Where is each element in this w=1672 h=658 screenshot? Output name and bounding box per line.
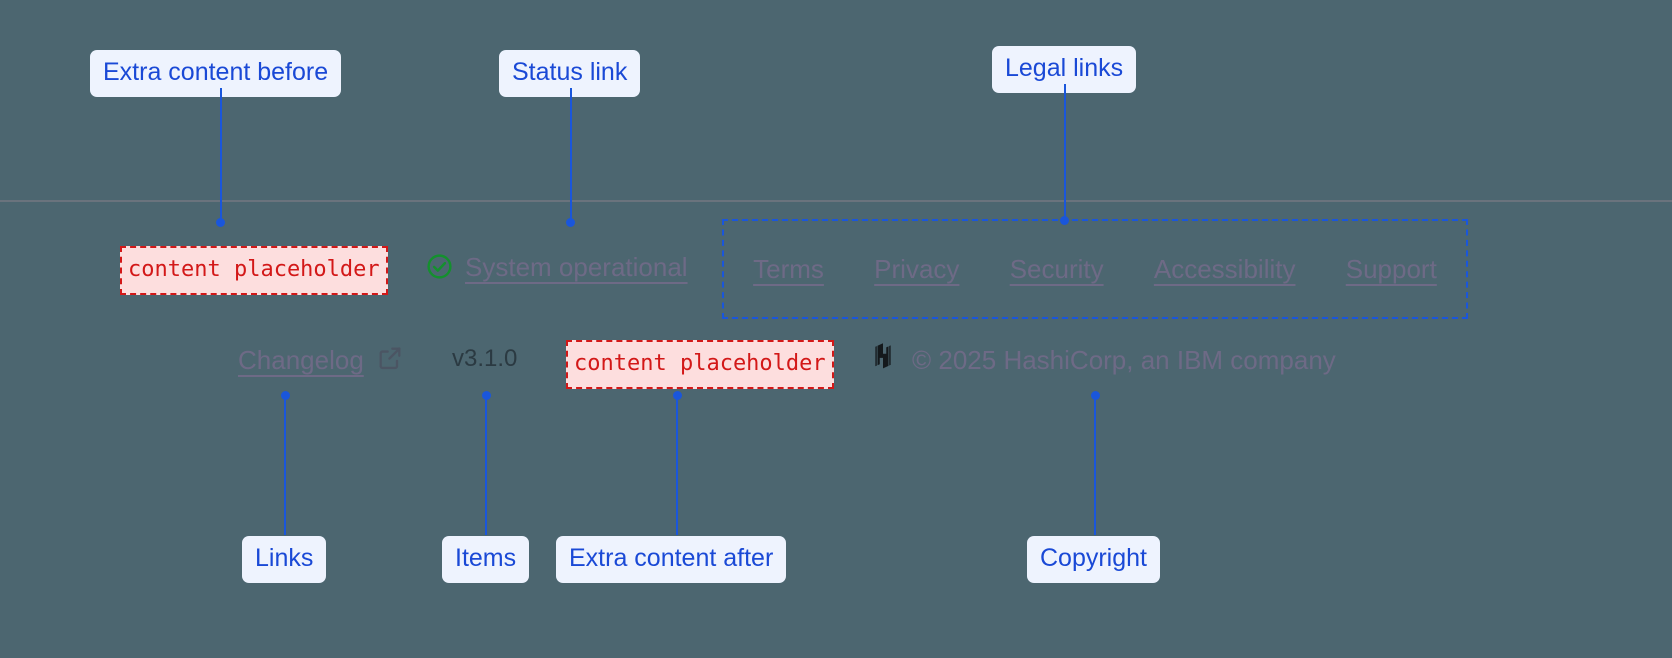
changelog-label: Changelog [238, 345, 364, 375]
status-link[interactable]: System operational [425, 252, 688, 281]
changelog-link[interactable]: Changelog [238, 344, 404, 376]
leader-line-extra-before [220, 88, 222, 222]
legal-link-support[interactable]: Support [1345, 254, 1437, 284]
callout-extra-content-before: Extra content before [90, 50, 342, 97]
legal-link-terms[interactable]: Terms [753, 254, 824, 284]
callout-items: Items [442, 536, 530, 583]
footer-region [0, 200, 1672, 416]
placeholder-extra-content-before: content placeholder [120, 246, 388, 295]
status-link-label: System operational [465, 251, 688, 282]
legal-links-list: Terms Privacy Security Accessibility Sup… [722, 219, 1468, 319]
leader-dot-extra-before [216, 218, 225, 227]
copyright-group: © 2025 HashiCorp, an IBM company [868, 343, 1336, 376]
legal-link-privacy[interactable]: Privacy [874, 254, 960, 284]
hashicorp-logo [868, 343, 898, 376]
external-link-icon [376, 344, 404, 376]
legal-link-accessibility[interactable]: Accessibility [1153, 254, 1296, 284]
leader-dot-status [566, 218, 575, 227]
leader-line-links [284, 395, 286, 535]
version-label: v3.1.0 [452, 345, 518, 372]
callout-links: Links [242, 536, 327, 583]
callout-legal-links: Legal links [992, 46, 1137, 93]
check-circle-icon [425, 252, 454, 281]
legal-links-annotation-box [722, 219, 1468, 319]
leader-line-status [570, 88, 572, 222]
callout-copyright: Copyright [1027, 536, 1160, 583]
leader-line-legal [1064, 84, 1066, 220]
callout-extra-content-after: Extra content after [556, 536, 787, 583]
legal-link-security[interactable]: Security [1009, 254, 1104, 284]
leader-line-extra-after [676, 395, 678, 535]
placeholder-extra-content-after: content placeholder [566, 340, 834, 389]
leader-line-copyright [1094, 395, 1096, 535]
callout-status-link: Status link [499, 50, 641, 97]
copyright-text: © 2025 HashiCorp, an IBM company [912, 344, 1336, 375]
leader-line-items [485, 395, 487, 535]
